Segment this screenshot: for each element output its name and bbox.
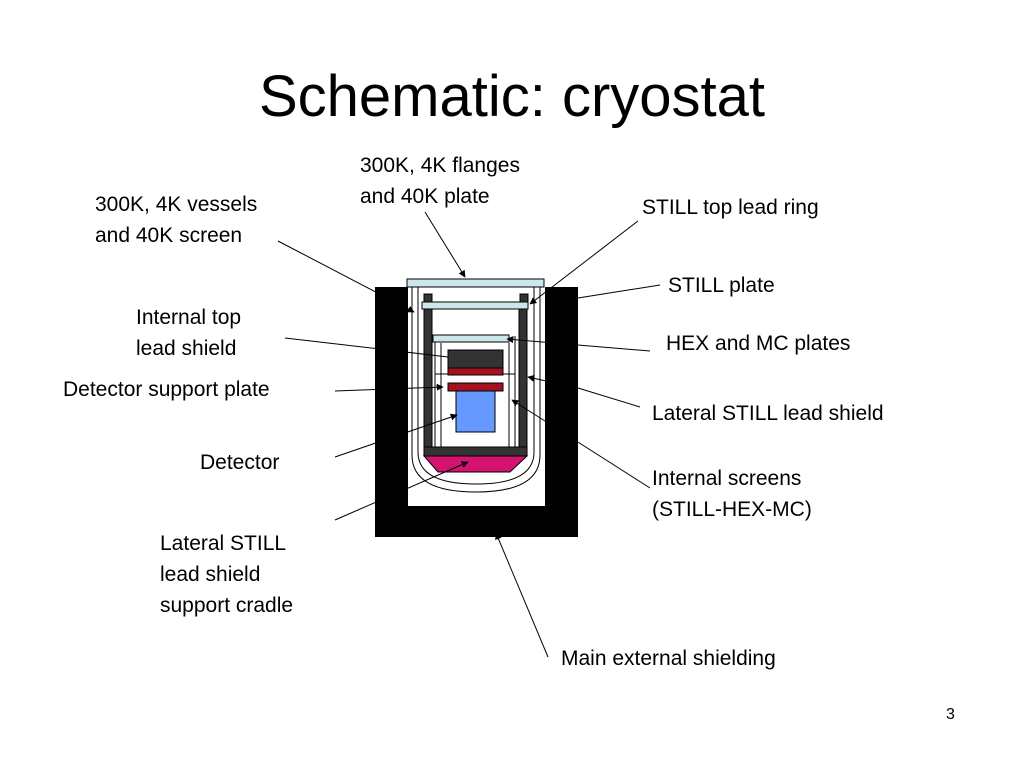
label-still-top-lead-ring: STILL top lead ring [642, 196, 819, 219]
label-hex-mc-plates: HEX and MC plates [666, 332, 851, 355]
label-vessels: 300K, 4K vessels and 40K screen [95, 193, 258, 247]
leader-cradle [334, 461, 469, 521]
lead-shield-support-cradle [422, 455, 529, 473]
leader-still-plate [577, 284, 661, 299]
label-cradle: Lateral STILL lead shield support cradle [160, 532, 294, 617]
leader-internal-top-lead-shield [284, 337, 449, 358]
label-detector-support-plate: Detector support plate [63, 378, 270, 401]
leader-vessels [277, 240, 415, 313]
label-flanges: 300K, 4K flanges and 40K plate [360, 154, 520, 208]
leader-lateral-still-lead-shield [577, 387, 641, 408]
outer-vessel [411, 287, 541, 493]
leader-main-external-shielding [495, 532, 549, 658]
top-flange [406, 278, 545, 288]
slide-title: Schematic: cryostat [258, 64, 766, 129]
label-still-plate: STILL plate [668, 274, 775, 297]
still-top-lead-ring-right [519, 293, 529, 303]
detector-support-plate [447, 382, 504, 392]
leader-internal-screens [511, 399, 651, 489]
leader-hex-mc-plates [506, 336, 651, 352]
label-internal-top-lead-shield: Internal top lead shield [136, 306, 242, 360]
label-internal-screens: Internal screens (STILL-HEX-MC) [652, 467, 812, 521]
main-external-shielding [375, 287, 578, 537]
still-plate [421, 301, 529, 310]
leader-flanges [424, 211, 466, 278]
bottom-lead-plate [423, 446, 528, 457]
leader-detector [334, 413, 458, 458]
detector [455, 390, 496, 433]
copper-plate-top [447, 367, 504, 376]
still-top-lead-ring-left [423, 293, 433, 303]
hex-mc-plate [432, 334, 510, 343]
label-lateral-still-lead-shield: Lateral STILL lead shield [652, 402, 884, 425]
leader-still-top-lead-ring [529, 220, 639, 305]
internal-top-lead-shield [447, 349, 504, 369]
label-detector: Detector [200, 451, 280, 474]
inner-vessel [417, 287, 535, 485]
slide-number: 3 [946, 706, 955, 723]
leader-lateral-still-lead-shield-inner [527, 374, 579, 389]
label-main-external-shielding: Main external shielding [561, 647, 776, 670]
lateral-still-lead-shield-right [518, 308, 528, 456]
leader-detector-support-plate [334, 383, 444, 392]
lateral-still-lead-shield-left [423, 308, 433, 456]
